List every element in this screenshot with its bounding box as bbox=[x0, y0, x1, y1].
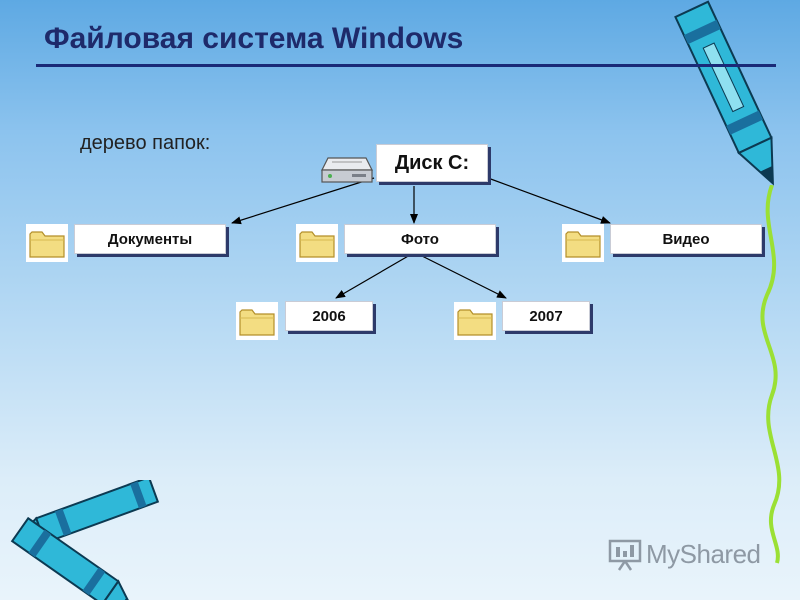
folder-icon bbox=[236, 302, 278, 340]
crayon-squiggle-right bbox=[760, 185, 782, 564]
folder-icon bbox=[296, 224, 338, 262]
crayons-decoration-bottom-left bbox=[10, 480, 160, 600]
arrow-photo-to-2006 bbox=[335, 254, 411, 299]
presentation-icon bbox=[608, 539, 642, 571]
tree-node-video[interactable]: Видео bbox=[610, 224, 762, 254]
tree-node-2007[interactable]: 2007 bbox=[502, 301, 590, 331]
tree-node-documents[interactable]: Документы bbox=[74, 224, 226, 254]
slide-subtitle: дерево папок: bbox=[80, 132, 211, 154]
arrow-photo-to-2007 bbox=[419, 254, 507, 299]
folder-icon bbox=[26, 224, 68, 262]
crayon-decoration-top-right bbox=[674, 0, 774, 186]
arrow-root-to-video bbox=[487, 177, 611, 224]
watermark: MyShared bbox=[608, 534, 761, 574]
hard-drive-icon bbox=[321, 157, 373, 183]
title-underline bbox=[36, 64, 776, 67]
tree-node-root[interactable]: Диск С: bbox=[376, 144, 488, 182]
tree-node-photo[interactable]: Фото bbox=[344, 224, 496, 254]
folder-icon bbox=[562, 224, 604, 262]
slide-title: Файловая система Windows bbox=[44, 22, 464, 55]
folder-icon bbox=[454, 302, 496, 340]
arrow-root-to-documents bbox=[231, 177, 375, 225]
tree-node-2006[interactable]: 2006 bbox=[285, 301, 373, 331]
watermark-text: MyShared bbox=[646, 538, 761, 569]
